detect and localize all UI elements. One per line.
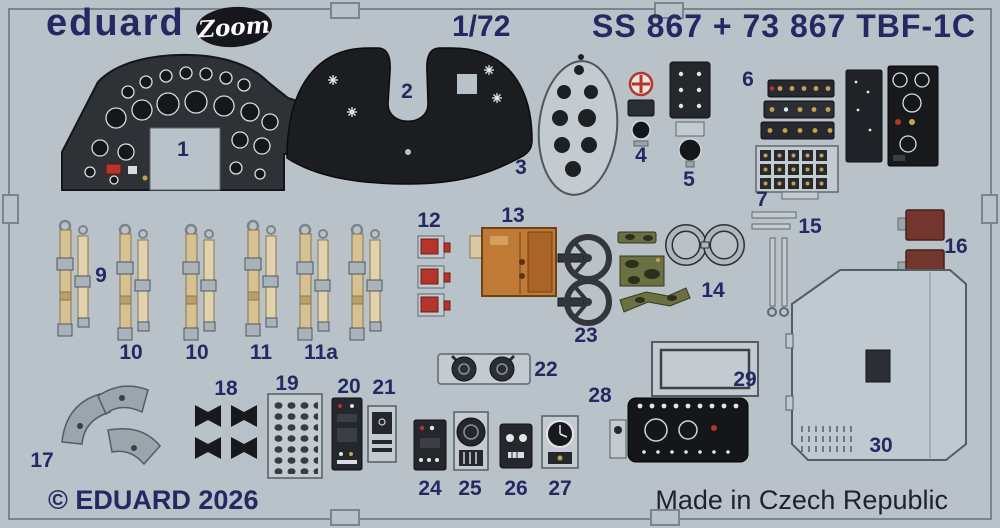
- part-11-seatbelt: [243, 219, 280, 338]
- part-15-small-frames: [751, 211, 797, 317]
- part-label-27: 27: [548, 477, 572, 500]
- part-label-10a: 10: [119, 341, 143, 364]
- part-label-26: 26: [504, 477, 528, 500]
- part-25-instrument-dial: [453, 411, 489, 471]
- part-12-red-brackets: [417, 235, 451, 317]
- part-21-small-panel: [367, 405, 397, 463]
- part-11a-seatbelt-left: [295, 223, 332, 342]
- part-11a-seatbelt-right: [347, 223, 384, 342]
- eduard-logo: eduard: [46, 2, 185, 44]
- fret-tab: [2, 194, 19, 224]
- made-in-text: Made in Czech Republic: [655, 485, 948, 515]
- part-23-control-yokes: [557, 234, 612, 326]
- part-label-3: 3: [515, 156, 527, 179]
- part-label-23: 23: [574, 324, 598, 347]
- part-13-equipment-box-orange: [469, 227, 557, 297]
- part-label-30: 30: [869, 434, 893, 457]
- product-title: SS 867 + 73 867 TBF-1C: [592, 8, 976, 44]
- part-label-13: 13: [501, 204, 525, 227]
- part-label-12: 12: [417, 209, 441, 232]
- part-27-clock-panel: [541, 415, 579, 469]
- part-label-29: 29: [733, 368, 757, 391]
- part-7-terminal-panel: [755, 145, 839, 200]
- scale-label: 1/72: [452, 10, 511, 43]
- part-label-16: 16: [944, 235, 968, 258]
- part-4-gauge-set: [627, 71, 655, 147]
- part-3-bulkhead-oval: [537, 54, 619, 196]
- part-9-seatbelt: [55, 219, 92, 338]
- fret-tab: [650, 509, 680, 526]
- part-label-19: 19: [275, 372, 299, 395]
- fret-tab: [654, 2, 684, 19]
- part-label-10b: 10: [185, 341, 209, 364]
- part-26-panel-face: [499, 423, 533, 469]
- part-label-20: 20: [337, 375, 361, 398]
- part-17-fairing-pieces: [61, 385, 161, 466]
- part-label-14: 14: [701, 279, 725, 302]
- fret-tab: [330, 509, 360, 526]
- part-label-22: 22: [534, 358, 558, 381]
- part-19-mesh-grille: [267, 393, 323, 479]
- part-22-trim-wheels: [437, 353, 531, 385]
- part-label-18: 18: [214, 377, 238, 400]
- part-label-5: 5: [683, 168, 695, 191]
- part-10-seatbelt-b: [181, 223, 218, 342]
- fret-tab: [330, 2, 360, 19]
- part-label-9: 9: [95, 264, 107, 287]
- part-label-6: 6: [742, 68, 754, 91]
- zoom-logo-text: Zoom: [197, 11, 271, 43]
- equipment-boxes: [845, 65, 939, 167]
- part-label-7: 7: [756, 188, 768, 211]
- part-label-21: 21: [372, 376, 396, 399]
- part-label-11a: 11a: [304, 341, 338, 364]
- copyright-text: © EDUARD 2026: [48, 485, 259, 515]
- part-5-radio-box: [669, 61, 711, 168]
- part-20-radio-face: [331, 397, 363, 471]
- part-label-28: 28: [588, 384, 612, 407]
- part-label-17: 17: [30, 449, 54, 472]
- part-29-frame-plate: [651, 341, 759, 397]
- fret-tab: [981, 194, 998, 224]
- part-label-2: 2: [401, 80, 413, 103]
- part-30-fuselage-panel: [785, 269, 967, 461]
- part-label-25: 25: [458, 477, 482, 500]
- part-label-1: 1: [177, 138, 189, 161]
- part-label-4: 4: [635, 144, 647, 167]
- part-label-15: 15: [798, 215, 822, 238]
- part-18-black-clips: [195, 405, 257, 459]
- part-24-switch-panel: [413, 419, 447, 471]
- part-28-instrument-panel-black: [609, 397, 749, 463]
- part-label-11: 11: [249, 341, 273, 364]
- part-2-glare-shield: [286, 47, 533, 185]
- part-1-instrument-panel: [61, 53, 313, 191]
- part-label-24: 24: [418, 477, 442, 500]
- part-6-radio-stack: [760, 79, 835, 140]
- gauge-bezel-rings: [665, 224, 745, 266]
- part-14-camouflage-parts: [617, 231, 691, 313]
- part-10-seatbelt-a: [115, 223, 152, 342]
